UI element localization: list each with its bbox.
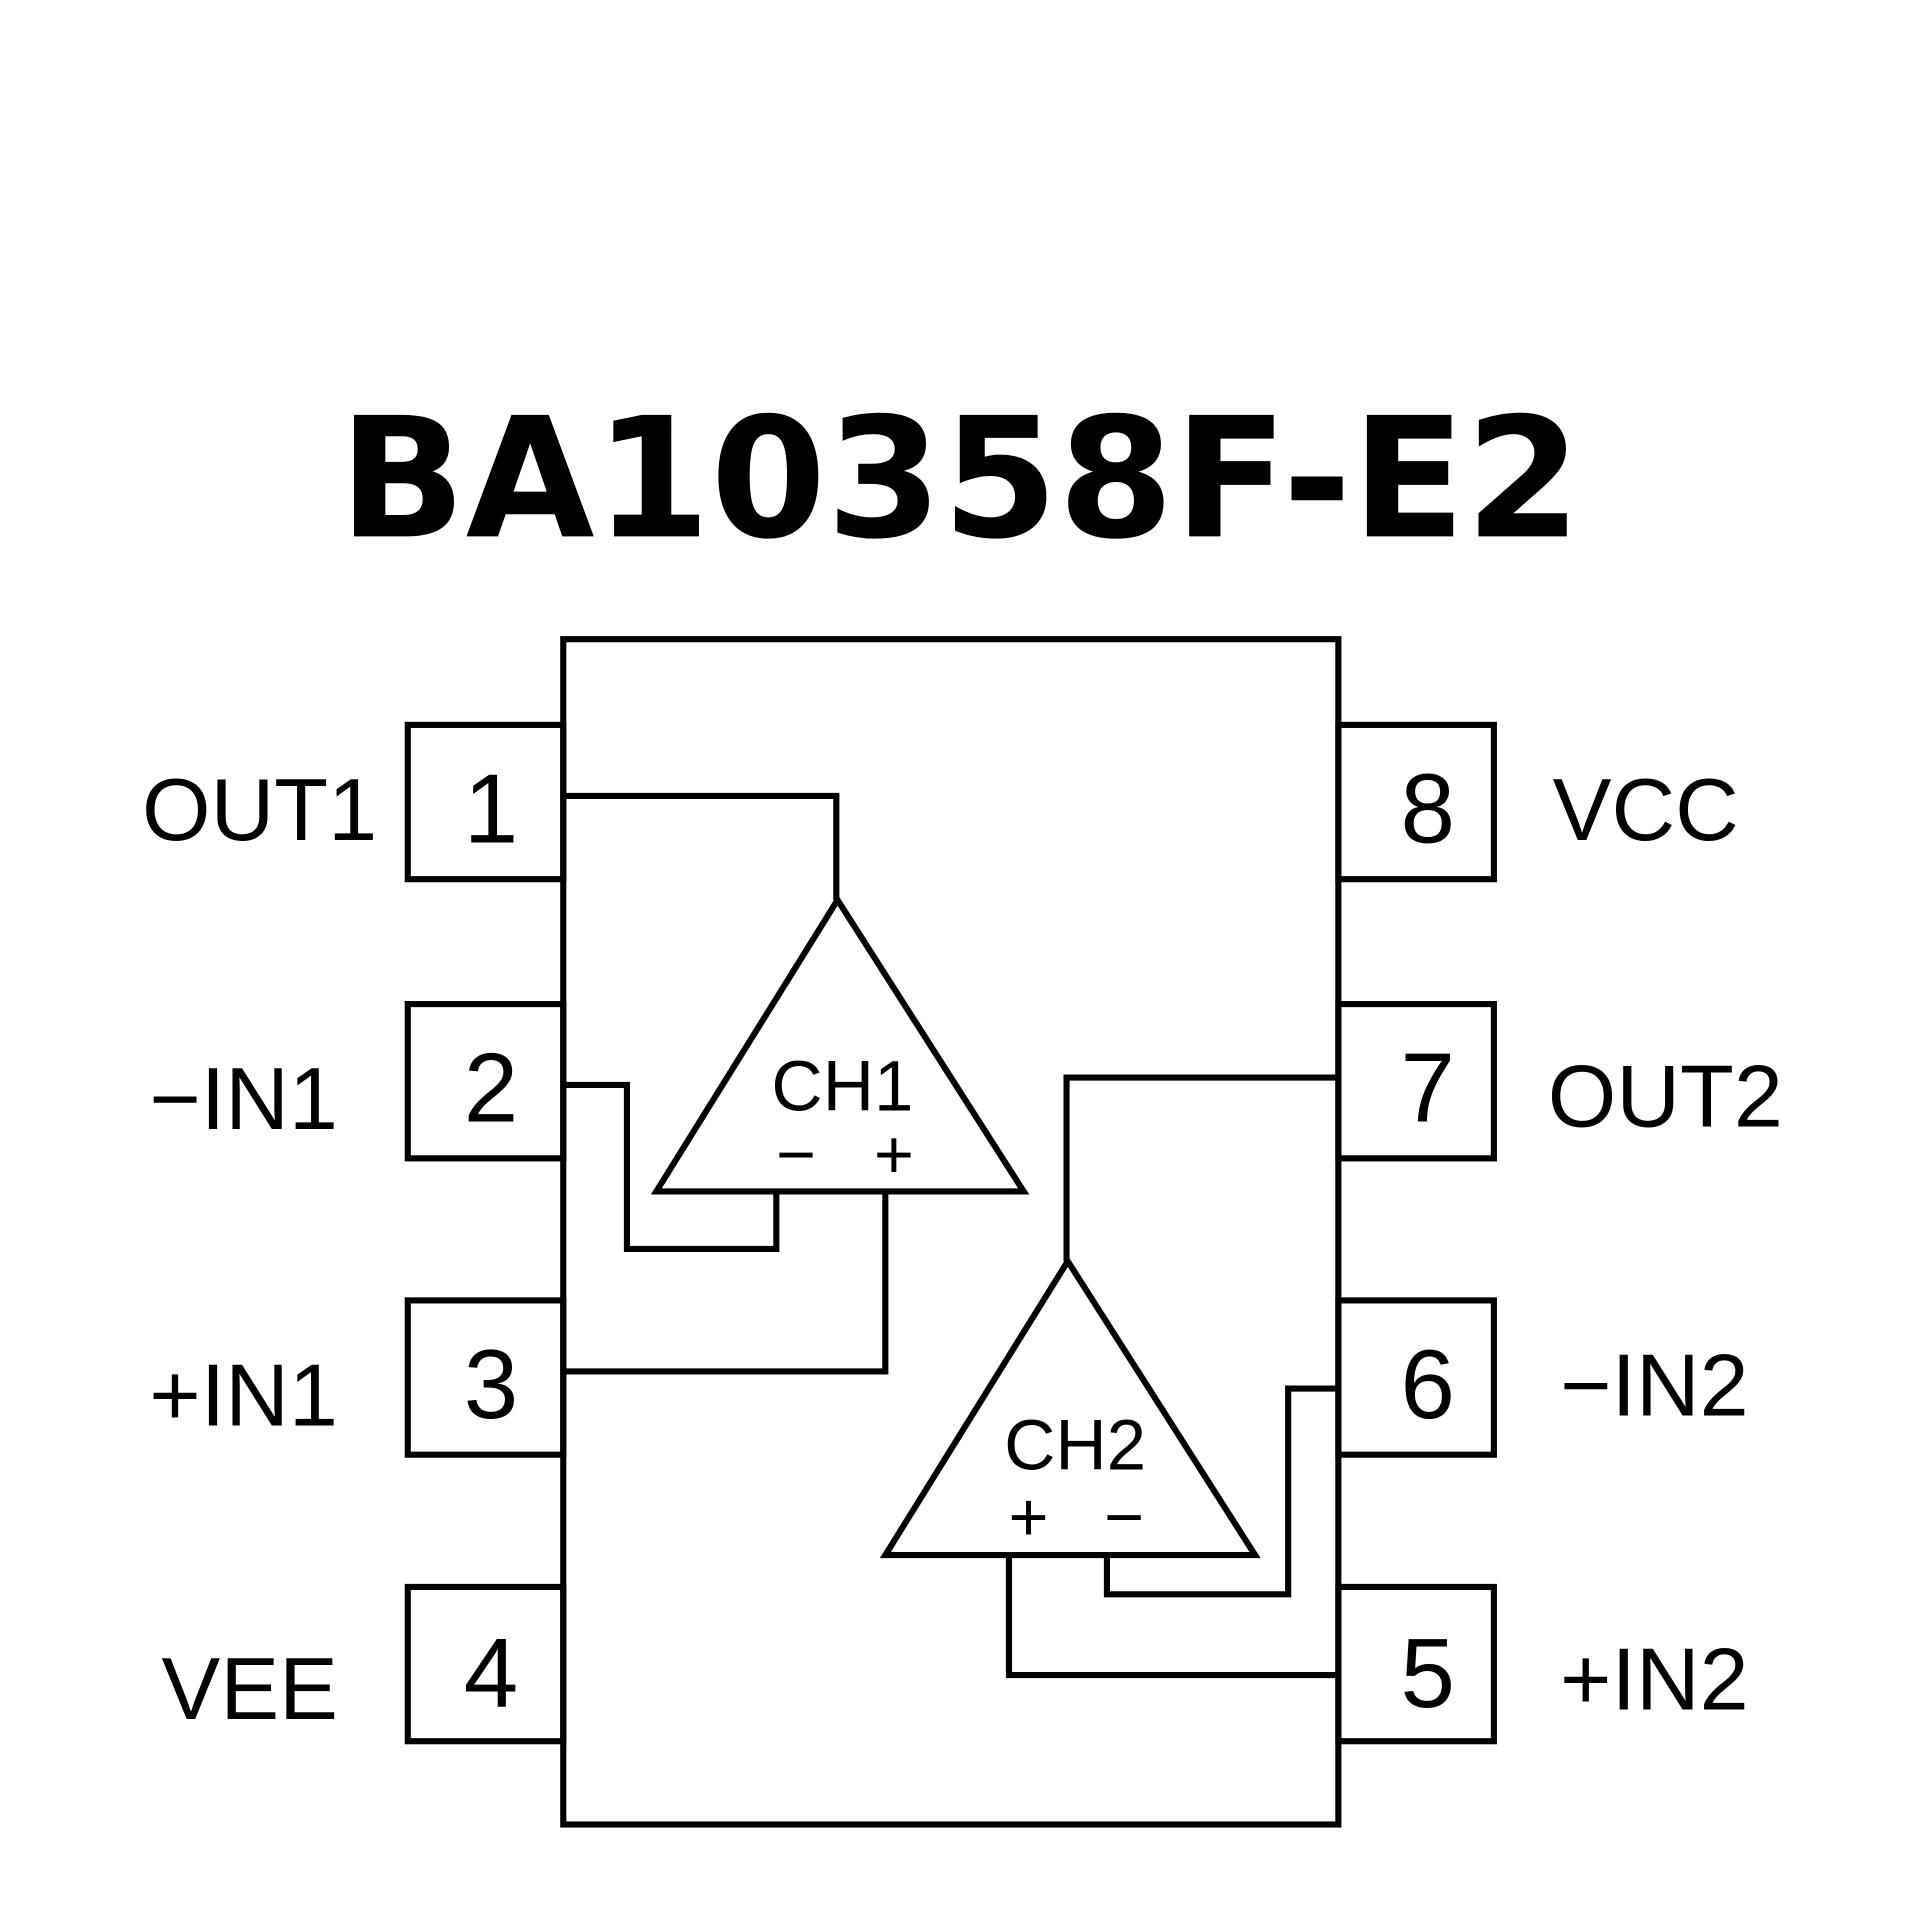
pin-box [1335,1001,1497,1162]
part-number-title: BA10358F-E2 [339,382,1581,576]
pin-label: +IN2 [1560,1629,1749,1728]
noninverting-input-sign: + [874,1116,914,1193]
pin-4: 4 VEE [162,1583,567,1745]
channel-label: CH2 [1004,1406,1146,1485]
wire-noninv-in2 [1005,1555,1339,1679]
opamp-triangle [650,894,1030,1195]
pin-label: OUT2 [1548,1047,1783,1146]
noninverting-input-sign: + [1009,1478,1049,1555]
pin-1: 1 OUT1 [142,721,567,883]
pin-box [1335,1583,1497,1745]
pin-number: 5 [1401,1618,1455,1728]
wire-out1 [563,792,840,900]
pin-5: 5 +IN2 [1335,1583,1749,1745]
pin-label: VEE [162,1639,338,1738]
pin-box [404,1001,567,1162]
pin-label: −IN2 [1560,1336,1749,1435]
inverting-input-sign: − [1104,1478,1144,1555]
pin-box [404,1583,567,1745]
amplifier-ch2: CH2 + − [879,1255,1261,1559]
pin-6: 6 −IN2 [1335,1297,1749,1458]
channel-label: CH1 [771,1048,913,1127]
ic-body [560,636,1342,1828]
pin-number: 2 [464,1033,518,1143]
pin-box [404,1297,567,1458]
inverting-input-sign: − [776,1116,816,1193]
pin-number: 8 [1401,753,1455,863]
pin-box [1335,721,1497,883]
pin-number: 6 [1401,1329,1455,1439]
pin-number: 1 [464,753,518,863]
pin-label: −IN1 [149,1049,338,1148]
wire-inv-in1 [563,1081,780,1253]
amplifier-ch1: CH1 − + [650,894,1030,1195]
pin-8: 8 VCC [1335,721,1739,883]
pin-3: 3 +IN1 [149,1297,567,1458]
pin-number: 7 [1401,1033,1455,1143]
pin-label: OUT1 [142,760,377,859]
wire-out2 [1063,1074,1339,1262]
pin-box [404,721,567,883]
pin-number: 3 [464,1329,518,1439]
opamp-triangle [879,1255,1261,1559]
pin-label: VCC [1553,760,1739,859]
pin-7: 7 OUT2 [1335,1001,1783,1162]
pin-box [1335,1297,1497,1458]
pin-label: +IN1 [149,1345,338,1444]
wire-noninv-in1 [563,1191,889,1375]
wire-inv-in2 [1103,1385,1339,1598]
pin-2: 2 −IN1 [149,1001,567,1162]
pin-number: 4 [464,1618,518,1728]
